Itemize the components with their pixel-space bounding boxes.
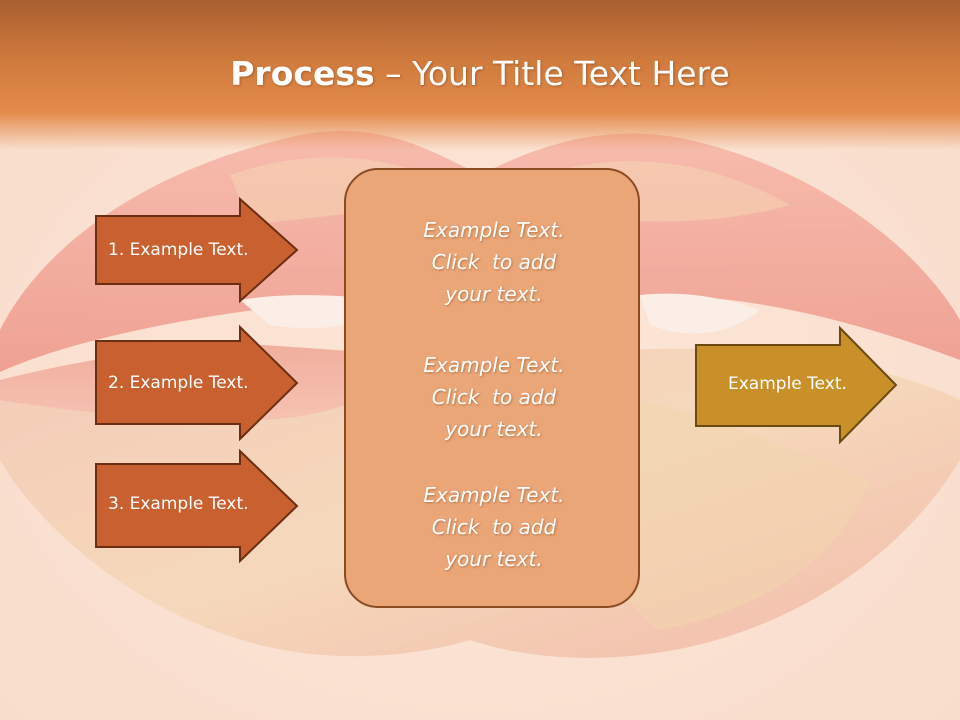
left-arrow-2-shape xyxy=(95,324,299,442)
center-block-2-line-1: Example Text. xyxy=(423,353,565,377)
center-block-3-line-1: Example Text. xyxy=(423,483,565,507)
center-block-2-line-2: Click to add xyxy=(431,385,557,409)
center-text-block-2: Example Text. Click to add your text. xyxy=(346,349,642,445)
left-arrow-3-shape xyxy=(95,448,299,564)
left-arrow-1-shape xyxy=(95,196,299,304)
center-block-1-line-2: Click to add xyxy=(431,250,557,274)
right-arrow-label: Example Text. xyxy=(728,374,847,394)
title-bold-part: Process xyxy=(230,54,375,93)
center-text-box[interactable]: Example Text. Click to add your text. Ex… xyxy=(344,168,640,608)
left-arrow-2-label: 2. Example Text. xyxy=(108,373,249,393)
center-block-1-line-1: Example Text. xyxy=(423,218,565,242)
right-arrow-shape xyxy=(695,325,898,445)
title-rest: Your Title Text Here xyxy=(412,54,730,93)
center-block-2-line-3: your text. xyxy=(445,417,543,441)
title-band xyxy=(0,0,960,150)
left-arrow-2[interactable]: 2. Example Text. xyxy=(95,324,300,442)
center-block-3-line-3: your text. xyxy=(445,547,543,571)
left-arrow-3-label: 3. Example Text. xyxy=(108,494,249,514)
center-block-3-line-2: Click to add xyxy=(431,515,557,539)
title-separator: – xyxy=(374,54,413,93)
center-block-1-line-3: your text. xyxy=(445,282,543,306)
left-arrow-1-label: 1. Example Text. xyxy=(108,240,249,260)
right-arrow[interactable]: Example Text. xyxy=(695,325,899,445)
left-arrow-1[interactable]: 1. Example Text. xyxy=(95,196,300,304)
center-text-block-3: Example Text. Click to add your text. xyxy=(346,479,642,575)
left-arrow-3[interactable]: 3. Example Text. xyxy=(95,448,300,564)
slide-title: Process – Your Title Text Here xyxy=(0,52,960,96)
center-text-block-1: Example Text. Click to add your text. xyxy=(346,214,642,310)
